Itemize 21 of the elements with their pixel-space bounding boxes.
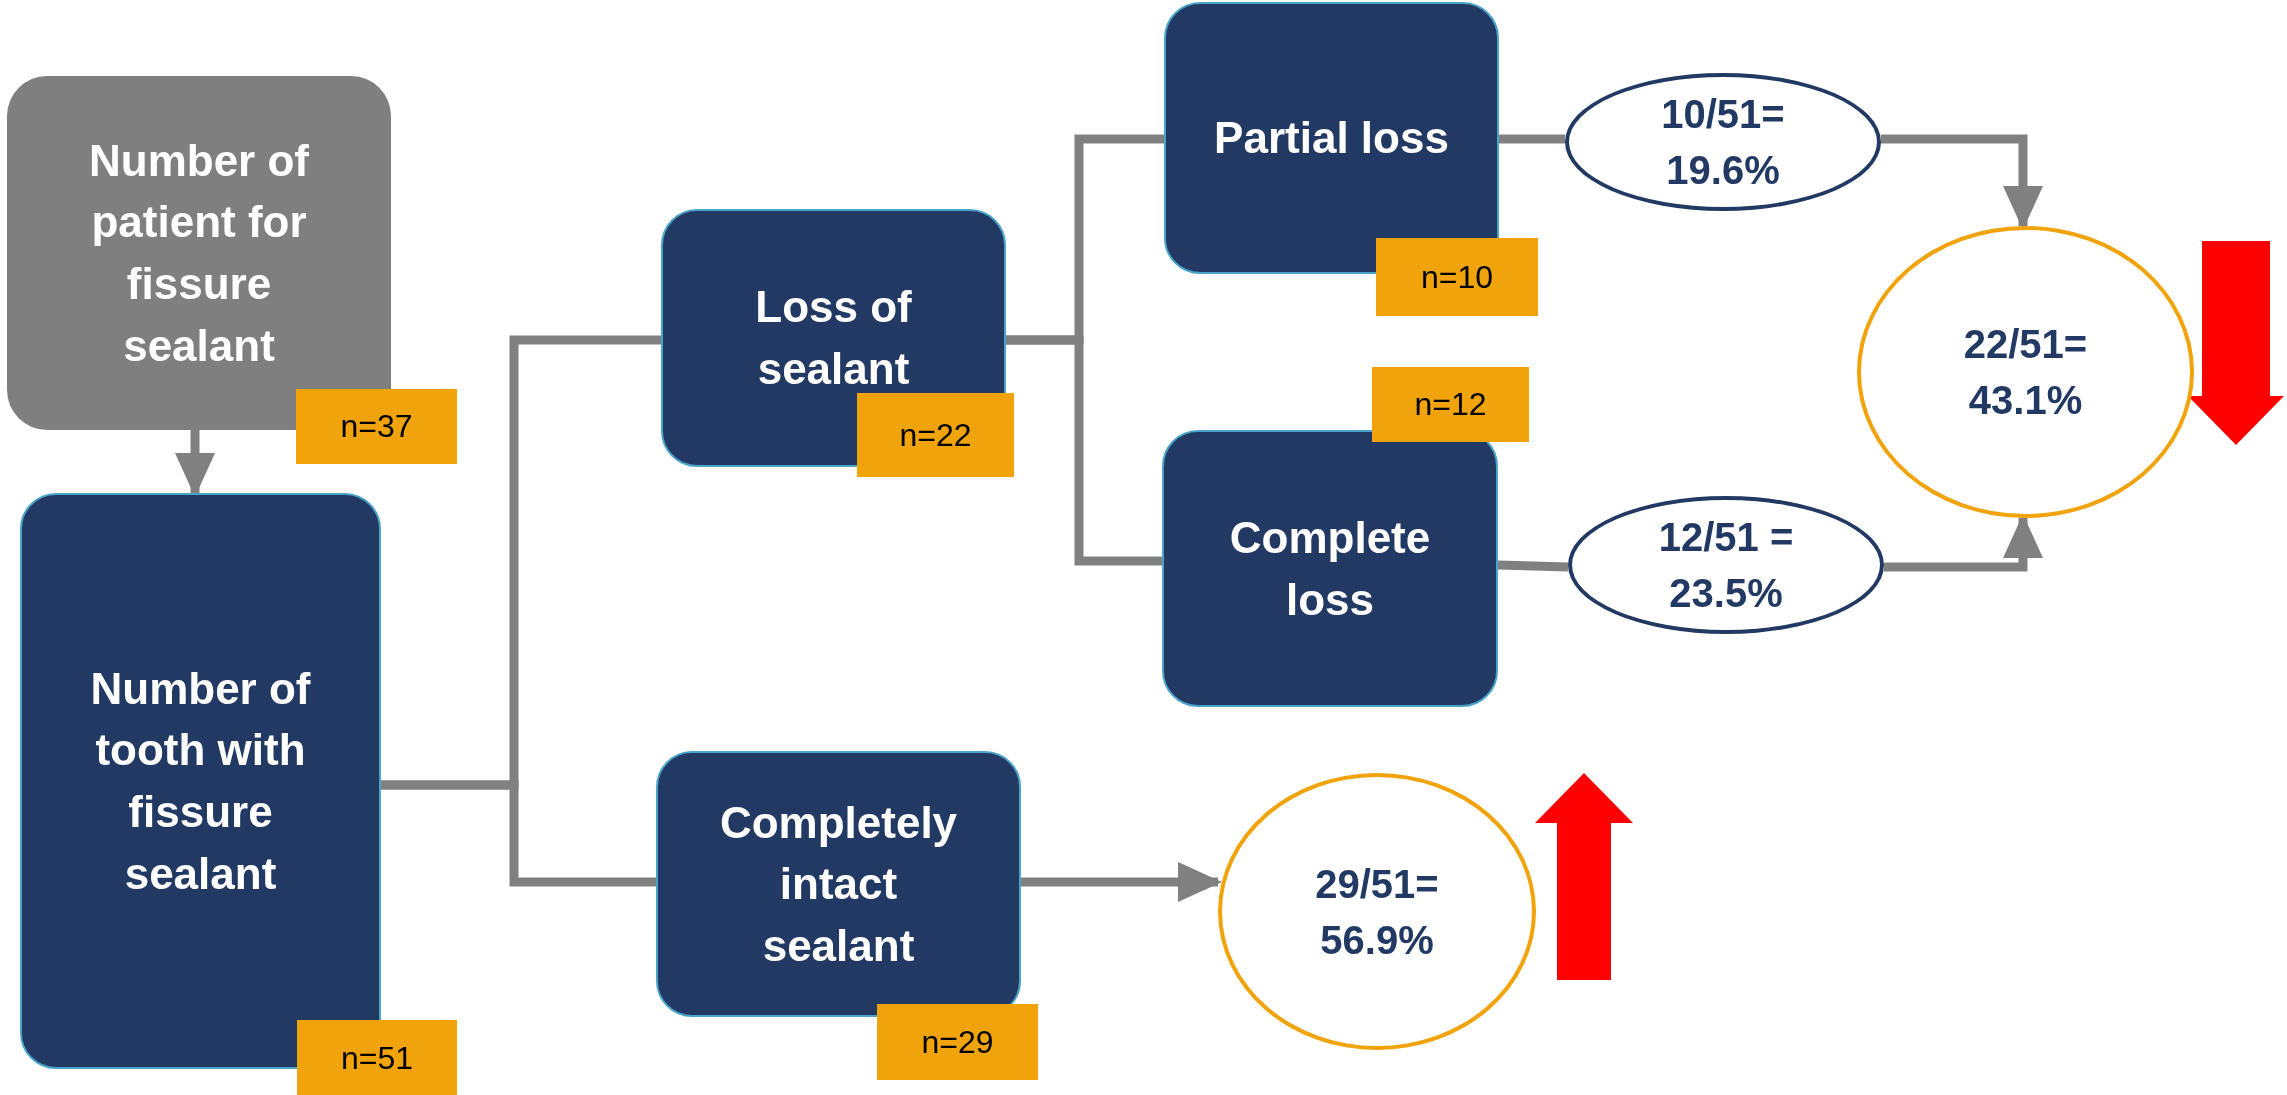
- node-label: 12/51 = 23.5%: [1657, 514, 1795, 617]
- node-label: Complete loss: [1228, 511, 1432, 626]
- count-badge: n=51: [297, 1020, 457, 1095]
- count-badge: n=22: [857, 393, 1014, 477]
- connector-line: [1497, 560, 1569, 572]
- node-label: 10/51= 19.6%: [1660, 91, 1786, 194]
- node-label: Number of tooth with fissure sealant: [89, 662, 312, 900]
- count-badge: n=12: [1372, 367, 1529, 442]
- connector-line: [381, 780, 656, 887]
- count-badge: n=29: [877, 1004, 1038, 1080]
- node-label: 22/51= 43.1%: [1962, 321, 2089, 424]
- node-label: Completely intact sealant: [718, 796, 959, 972]
- node-label: Loss of sealant: [754, 281, 913, 395]
- count-badge: n=10: [1376, 238, 1538, 316]
- node-label: 29/51= 56.9%: [1314, 860, 1440, 964]
- node-label: Partial loss: [1214, 112, 1449, 165]
- connector-line: [1499, 134, 1565, 144]
- count-badge: n=37: [296, 389, 457, 464]
- arrow: [1021, 862, 1222, 902]
- connector-line: [1006, 335, 1162, 566]
- node-label: Number of patient for fissure sealant: [88, 134, 310, 372]
